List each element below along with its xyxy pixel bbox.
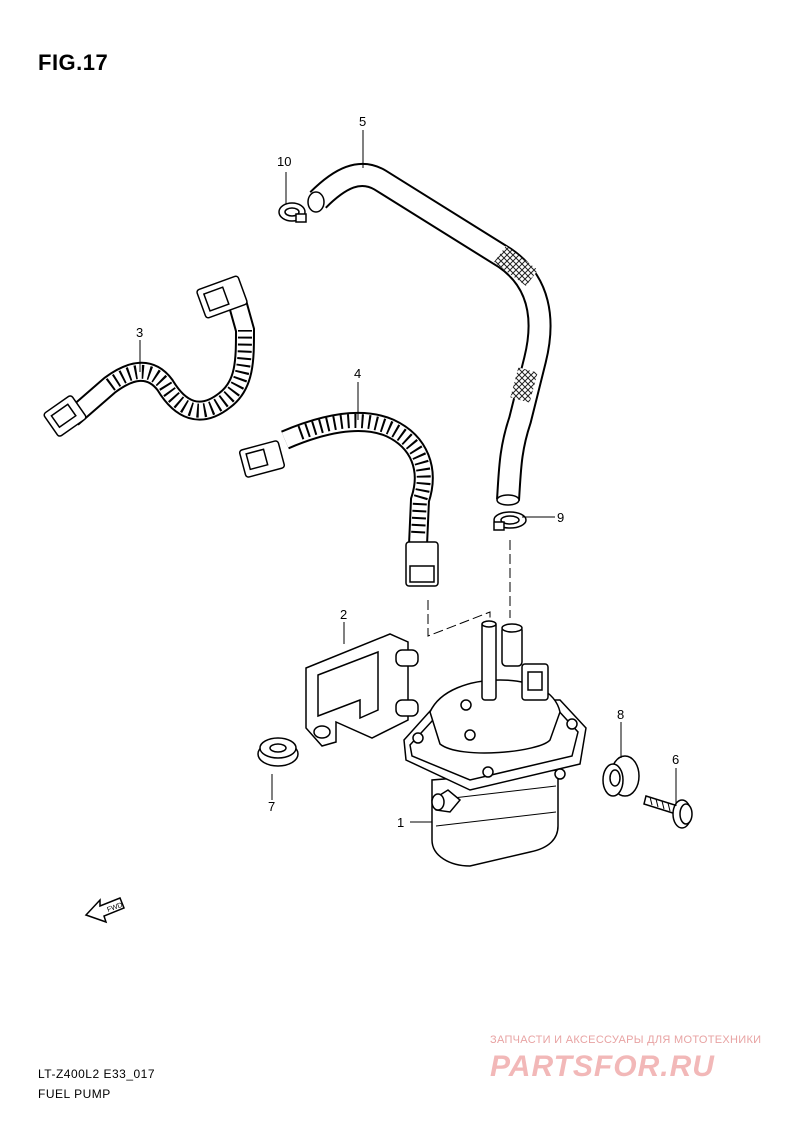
grommet-8 xyxy=(602,755,640,797)
diagram-code: LT-Z400L2 E33_017 xyxy=(38,1067,156,1081)
callout-10: 10 xyxy=(277,154,291,169)
bolt-6 xyxy=(643,795,693,829)
callout-9: 9 xyxy=(557,510,564,525)
connector-4b xyxy=(405,541,439,587)
lead-wire-4 xyxy=(281,412,434,546)
leader-lines xyxy=(139,130,677,823)
connector-4a xyxy=(238,440,286,478)
callout-1: 1 xyxy=(397,815,404,830)
fuel-hose xyxy=(307,162,552,506)
connector-3b xyxy=(196,275,248,319)
bracket-2 xyxy=(305,633,419,747)
watermark-tagline: ЗАПЧАСТИ И АКСЕССУАРЫ ДЛЯ МОТОТЕХНИКИ xyxy=(490,1034,762,1046)
callout-4: 4 xyxy=(354,366,361,381)
connector-3a xyxy=(43,395,87,437)
assembly-lines xyxy=(427,540,511,637)
hose-clamp-10 xyxy=(278,202,307,223)
callout-7: 7 xyxy=(268,799,275,814)
diagram-name: FUEL PUMP xyxy=(38,1087,111,1101)
callout-5: 5 xyxy=(359,114,366,129)
callout-2: 2 xyxy=(340,607,347,622)
fuel-pump-1 xyxy=(403,620,587,867)
grommet-7 xyxy=(257,737,299,767)
hose-clamp-9 xyxy=(493,511,527,531)
lead-wire-3 xyxy=(65,302,256,426)
callout-8: 8 xyxy=(617,707,624,722)
fwd-arrow-icon: FWD xyxy=(84,897,125,924)
watermark-logo: PARTSFOR.RU xyxy=(490,1050,715,1083)
callout-3: 3 xyxy=(136,325,143,340)
callout-6: 6 xyxy=(672,752,679,767)
figure-title: FIG.17 xyxy=(38,50,109,75)
